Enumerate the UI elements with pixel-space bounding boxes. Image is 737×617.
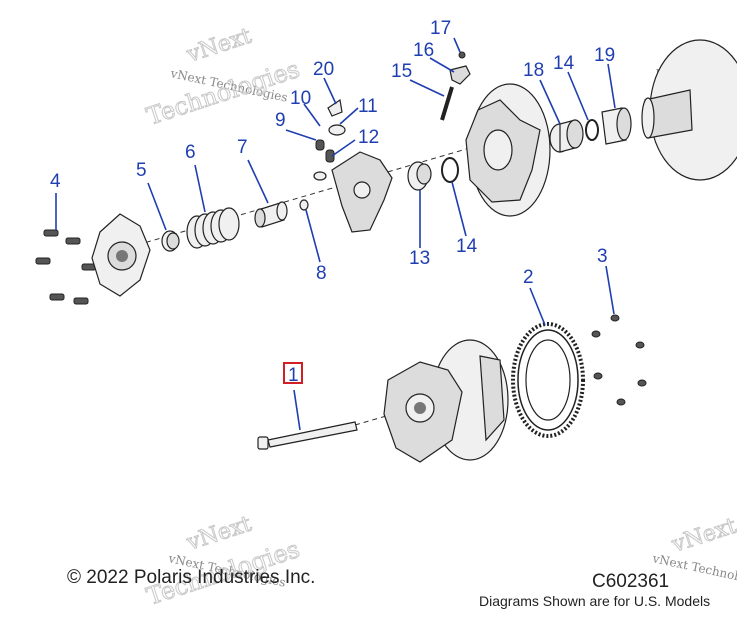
callout-20[interactable]: 20 [313,59,334,80]
bushing-part[interactable] [161,230,180,252]
highlight-box-callout-1 [283,362,303,384]
callout-10[interactable]: 10 [290,88,311,109]
callout-6[interactable]: 6 [185,142,196,163]
callout-leaders [55,37,616,431]
stationary-sheave-part[interactable] [641,39,737,181]
spider-plate-part[interactable] [91,213,151,297]
callout-numbers: 4 5 6 7 8 9 10 11 12 13 14 14 15 16 17 1… [50,18,615,386]
spring-part[interactable] [186,207,240,249]
clutch-bolt-part[interactable] [257,421,358,450]
diagram-disclaimer: Diagrams Shown are for U.S. Models [479,593,711,609]
ring-gear-part[interactable] [511,322,585,438]
callout-7[interactable]: 7 [237,137,248,158]
moveable-sheave-part[interactable] [465,83,551,217]
callout-11[interactable]: 11 [358,96,378,117]
assembled-clutch-part[interactable] [383,339,509,463]
callout-1[interactable]: 1 [288,365,299,386]
screw-part[interactable] [458,51,466,59]
callout-14-lower[interactable]: 14 [456,236,478,257]
screws-part[interactable] [591,314,647,406]
retaining-ring-part[interactable] [441,157,459,183]
callout-3[interactable]: 3 [597,246,608,267]
bearing-part[interactable] [407,161,432,191]
callout-18[interactable]: 18 [523,60,544,81]
washer-part[interactable] [299,199,309,211]
pin-part[interactable] [440,86,454,121]
watermark-bottom-left: vNext Technologies vNext Technologies [143,511,304,611]
callout-17[interactable]: 17 [430,18,451,39]
callout-12[interactable]: 12 [358,127,379,148]
callout-2[interactable]: 2 [523,267,534,288]
weight-part[interactable] [449,65,471,85]
callout-13[interactable]: 13 [409,248,430,269]
diagram-code: C602361 [592,571,670,592]
callout-14-upper[interactable]: 14 [553,53,575,74]
callout-15[interactable]: 15 [391,61,412,82]
svg-text:vNext: vNext [183,512,255,557]
retaining-ring-part-2[interactable] [585,119,599,141]
callout-19[interactable]: 19 [594,45,615,66]
svg-text:vNext: vNext [668,514,737,559]
bushing-part-2[interactable] [601,107,632,145]
spacer-part[interactable] [254,201,288,228]
roller-pins-part[interactable] [313,98,346,181]
copyright-text: © 2022 Polaris Industries Inc. [67,567,316,588]
spider-cam-part[interactable] [331,151,393,233]
bolts-part[interactable] [35,229,97,305]
callout-9[interactable]: 9 [275,110,286,131]
callout-16[interactable]: 16 [413,40,434,61]
callout-8[interactable]: 8 [316,263,327,284]
callout-5[interactable]: 5 [136,160,147,181]
callout-4[interactable]: 4 [50,171,61,192]
bearing-part-2[interactable] [549,119,584,153]
svg-text:vNext: vNext [183,24,255,69]
